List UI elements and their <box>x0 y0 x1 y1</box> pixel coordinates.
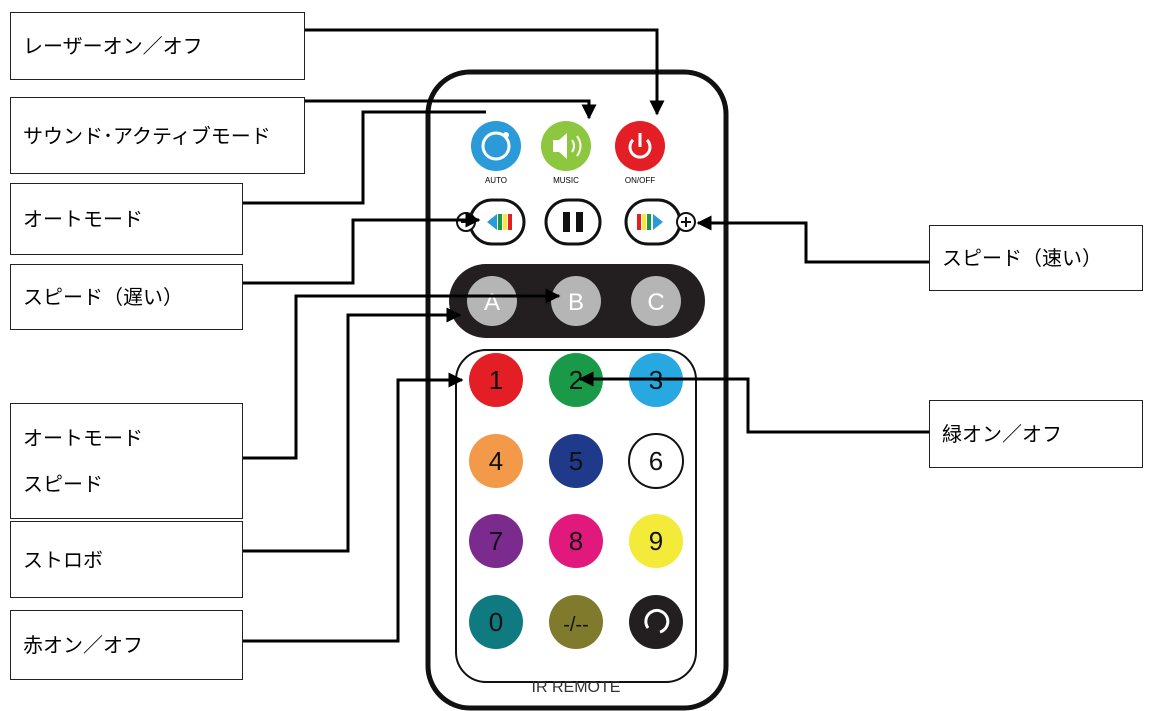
callout-auto-speed-line2: スピード <box>23 472 103 496</box>
pause-icon-left <box>563 212 570 232</box>
keypad-button[interactable] <box>549 595 603 649</box>
keypad-button[interactable] <box>549 514 603 568</box>
color-bar-icon-2 <box>503 214 507 230</box>
auto-caption: AUTO <box>485 176 507 185</box>
forward-triangle-icon <box>653 214 663 230</box>
auto-button[interactable] <box>471 121 521 171</box>
pause-icon-right <box>576 212 583 232</box>
c-label: C <box>647 289 664 316</box>
keypad-label: 8 <box>569 526 583 556</box>
a-button[interactable] <box>467 276 517 326</box>
color-bar-icon-4 <box>637 214 641 230</box>
rewind-triangle-icon <box>487 214 497 230</box>
keypad-label: 5 <box>569 446 583 476</box>
keypad-label: 9 <box>649 526 663 556</box>
callout-sound-text: サウンド･アクティブモード <box>23 123 271 148</box>
pause-button[interactable] <box>544 198 602 246</box>
color-bar-icon-3 <box>508 214 512 230</box>
b-button[interactable] <box>551 276 601 326</box>
keypad-button[interactable] <box>469 595 523 649</box>
leader-green <box>578 371 929 434</box>
callout-red-toggle: 赤オン／オフ <box>10 610 243 680</box>
callout-auto-mode-speed: オートモード スピード <box>10 403 243 519</box>
callout-green-toggle: 緑オン／オフ <box>929 400 1143 468</box>
leader-auto <box>243 110 486 205</box>
callout-laser: レーザーオン／オフ <box>10 12 305 80</box>
keypad-label: 0 <box>489 607 503 637</box>
auto-icon-ring <box>481 131 511 161</box>
a-label: A <box>484 289 500 316</box>
keypad-label: 1 <box>489 365 503 395</box>
keypad-button[interactable] <box>629 595 683 649</box>
auto-icon-dot <box>503 132 509 138</box>
ir-remote-label: IR REMOTE <box>532 679 621 696</box>
color-bar-icon-5 <box>642 214 646 230</box>
leader-laser <box>305 28 665 116</box>
callout-speed-fast: スピード（速い） <box>929 225 1143 291</box>
callout-speed-fast-text: スピード（速い） <box>942 246 1102 270</box>
speaker-icon <box>553 133 567 159</box>
repeat-icon <box>644 608 670 634</box>
leader-auto-speed <box>243 288 561 460</box>
keypad-label: -/-- <box>563 614 589 636</box>
keypad-button[interactable] <box>549 353 603 407</box>
keypad-button[interactable] <box>469 514 523 568</box>
sound-waves-icon <box>571 135 582 157</box>
keypad-label: 6 <box>649 446 663 476</box>
callout-green-text: 緑オン／オフ <box>942 422 1062 446</box>
callout-strobe-text: ストロボ <box>23 547 103 572</box>
leader-sound <box>305 99 597 120</box>
callout-sound-active: サウンド･アクティブモード <box>10 97 305 174</box>
leader-strobe <box>243 307 462 553</box>
keypad-button[interactable] <box>469 353 523 407</box>
callout-speed-slow-text: スピード（遅い） <box>23 285 183 309</box>
color-bar-icon-1 <box>498 214 502 230</box>
power-icon <box>628 138 652 159</box>
keypad-button[interactable] <box>549 434 603 488</box>
color-bar-icon-6 <box>647 214 651 230</box>
keypad-label: 4 <box>489 446 503 476</box>
keypad-label: 7 <box>489 526 503 556</box>
callout-speed-slow: スピード（遅い） <box>10 264 243 330</box>
b-label: B <box>568 289 584 316</box>
callout-auto-speed-line1: オートモード <box>23 426 143 450</box>
callout-auto-mode: オートモード <box>10 183 243 255</box>
keypad-button[interactable] <box>628 433 684 489</box>
leader-speed-fast <box>696 215 929 264</box>
callout-laser-text: レーザーオン／オフ <box>23 34 203 58</box>
keypad-button[interactable] <box>629 514 683 568</box>
leader-red <box>243 372 464 643</box>
onoff-caption: ON/OFF <box>625 176 655 185</box>
callout-red-text: 赤オン／オフ <box>23 633 143 657</box>
c-button[interactable] <box>631 276 681 326</box>
callout-auto-text: オートモード <box>23 207 143 231</box>
music-caption: MUSIC <box>553 176 579 185</box>
callout-strobe: ストロボ <box>10 521 243 598</box>
leader-speed-slow <box>243 212 481 285</box>
keypad-button[interactable] <box>469 434 523 488</box>
